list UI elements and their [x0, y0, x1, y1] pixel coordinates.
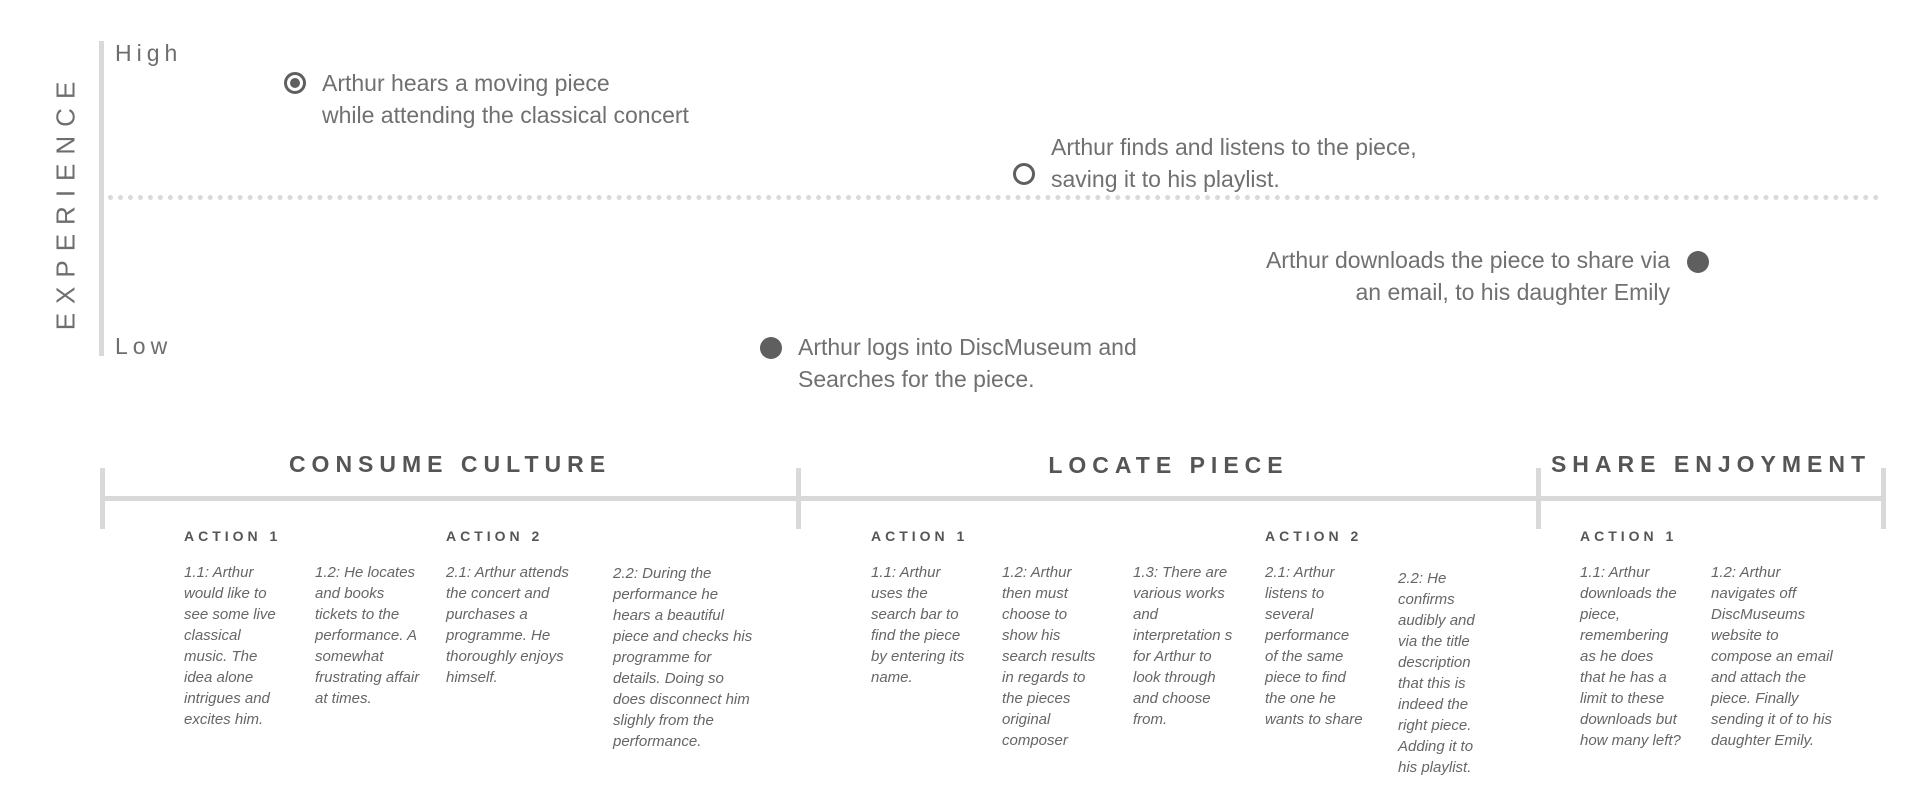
action-note: 1.1: Arthur downloads the piece, remembe…: [1580, 564, 1681, 749]
action-heading: ACTION 2: [446, 528, 544, 544]
filled-dot-icon: [760, 337, 782, 359]
action-note: 1.2: He locates and books tickets to the…: [315, 564, 420, 707]
phase-divider: [1881, 468, 1886, 529]
neutral-dotted-line: [108, 195, 1880, 200]
ring-dot-icon: [1013, 163, 1035, 185]
event-text-line: Arthur logs into DiscMuseum and: [798, 334, 1137, 360]
action-note: 1.2: Arthur then must choose to show his…: [1002, 564, 1096, 749]
event-text-line: Arthur downloads the piece to share via: [1265, 247, 1670, 273]
action-heading: ACTION 1: [871, 528, 969, 544]
phase-title-locate-piece: LOCATE PIECE: [1048, 452, 1289, 478]
target-dot-icon: [284, 72, 306, 94]
filled-dot-icon: [1687, 251, 1709, 273]
event-logs-in: Arthur logs into DiscMuseum and Searches…: [798, 331, 1137, 395]
action-note: 2.2: He confirms audibly and via the tit…: [1398, 570, 1475, 776]
action-note: 1.2: Arthur navigates off DiscMuseums we…: [1711, 564, 1833, 749]
event-text-line: Arthur hears a moving piece: [322, 70, 610, 96]
event-hears-piece: Arthur hears a moving piece while attend…: [322, 67, 689, 131]
action-note: 2.2: During the performance he hears a b…: [613, 565, 753, 750]
low-label: Low: [115, 333, 173, 359]
event-text-line: Arthur finds and listens to the piece,: [1051, 134, 1417, 160]
phase-bar: [102, 496, 1886, 501]
event-finds-piece: Arthur finds and listens to the piece, s…: [1051, 131, 1417, 195]
event-text-line: saving it to his playlist.: [1051, 166, 1280, 192]
phase-title-share-enjoyment: SHARE ENJOYMENT: [1550, 451, 1872, 477]
phase-divider: [796, 468, 801, 529]
action-heading: ACTION 1: [1580, 528, 1678, 544]
phase-title-consume-culture: CONSUME CULTURE: [288, 451, 612, 477]
action-note: 1.1: Arthur would like to see some live …: [184, 564, 276, 728]
high-label: High: [115, 40, 183, 66]
action-note: 1.1: Arthur uses the search bar to find …: [871, 564, 965, 686]
experience-axis-line: [99, 41, 104, 356]
event-downloads-piece: Arthur downloads the piece to share via …: [1200, 244, 1670, 308]
experience-axis-title: EXPERIENCE: [50, 72, 81, 330]
action-note: 2.1: Arthur listens to several performan…: [1265, 564, 1363, 728]
action-note: 1.3: There are various works and interpr…: [1133, 564, 1233, 728]
action-note: 2.1: Arthur attends the concert and purc…: [446, 564, 569, 686]
event-text-line: an email, to his daughter Emily: [1355, 279, 1671, 305]
action-heading: ACTION 2: [1265, 528, 1363, 544]
phase-divider: [1536, 468, 1541, 529]
action-heading: ACTION 1: [184, 528, 282, 544]
event-text-line: Searches for the piece.: [798, 366, 1035, 392]
event-text-line: while attending the classical concert: [322, 102, 689, 128]
phase-divider: [100, 468, 105, 529]
